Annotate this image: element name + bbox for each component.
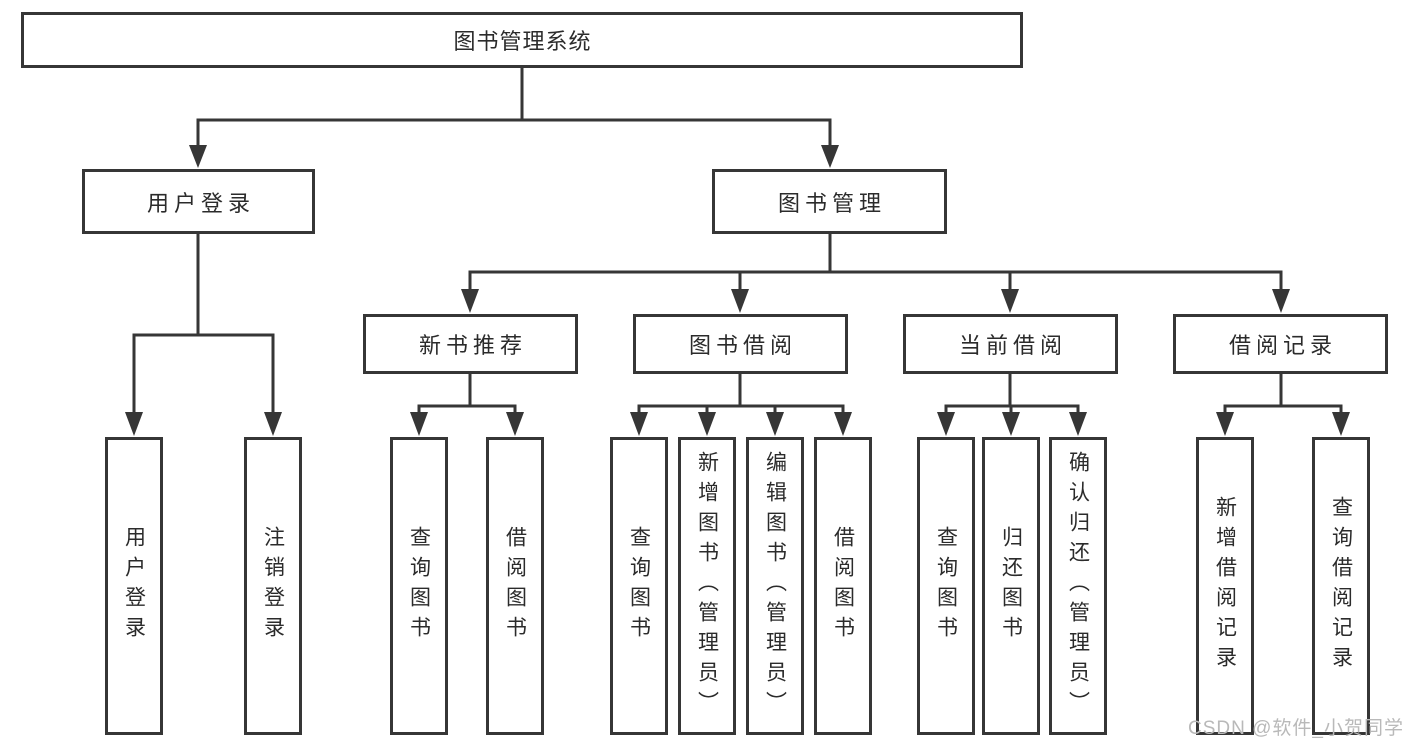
arrow-down-icon	[125, 412, 143, 436]
node-leaf-return-book: 归还图书	[982, 437, 1040, 735]
arrow-down-icon	[1001, 289, 1019, 313]
connector-book-management-children	[468, 232, 1283, 292]
connector-current-borrow-children	[944, 372, 1080, 415]
node-label: 编辑图书（管理员）	[763, 451, 787, 721]
arrow-down-icon	[1332, 412, 1350, 436]
node-label: 图书借阅	[688, 333, 797, 358]
node-borrow-records: 借阅记录	[1173, 314, 1388, 374]
node-label: 查询图书	[627, 526, 651, 646]
node-label: 确认归还（管理员）	[1066, 451, 1090, 721]
node-leaf-add-book-admin: 新增图书（管理员）	[678, 437, 736, 735]
node-leaf-borrow-book: 借阅图书	[814, 437, 872, 735]
node-label: 查询图书	[407, 526, 431, 646]
node-label: 借阅图书	[831, 526, 855, 646]
arrow-down-icon	[1272, 289, 1290, 313]
arrow-down-icon	[937, 412, 955, 436]
arrow-down-icon	[1069, 412, 1087, 436]
arrow-down-icon	[834, 412, 852, 436]
node-label: 借阅记录	[1228, 333, 1337, 358]
connector-book-borrow-children	[637, 372, 845, 415]
node-user-login: 用户登录	[82, 169, 315, 234]
node-leaf-query-book-borrow: 查询图书	[610, 437, 668, 735]
node-leaf-query-book-current: 查询图书	[917, 437, 975, 735]
arrow-down-icon	[630, 412, 648, 436]
node-label: 当前借阅	[958, 333, 1067, 358]
node-label: 注销登录	[261, 526, 285, 646]
connector-root-to-level2	[196, 66, 832, 148]
node-root-label: 图书管理系统	[453, 29, 592, 54]
arrow-down-icon	[506, 412, 524, 436]
node-book-borrow: 图书借阅	[633, 314, 848, 374]
connector-user-login-children	[132, 232, 275, 415]
node-leaf-query-borrow-record: 查询借阅记录	[1312, 437, 1370, 735]
node-leaf-edit-book-admin: 编辑图书（管理员）	[746, 437, 804, 735]
node-label: 图书管理	[777, 190, 886, 216]
node-book-management: 图书管理	[712, 169, 947, 234]
node-leaf-query-book-recommend: 查询图书	[390, 437, 448, 735]
connector-new-book-recommend-children	[417, 372, 517, 415]
arrow-down-icon	[189, 145, 207, 168]
node-label: 查询借阅记录	[1329, 496, 1353, 676]
node-label: 用户登录	[122, 526, 146, 646]
arrow-down-icon	[698, 412, 716, 436]
node-leaf-add-borrow-record: 新增借阅记录	[1196, 437, 1254, 735]
arrow-down-icon	[766, 412, 784, 436]
arrow-down-icon	[1002, 412, 1020, 436]
node-label: 查询图书	[934, 526, 958, 646]
arrow-down-icon	[731, 289, 749, 313]
node-leaf-confirm-return-admin: 确认归还（管理员）	[1049, 437, 1107, 735]
node-leaf-borrow-book-recommend: 借阅图书	[486, 437, 544, 735]
node-root: 图书管理系统	[21, 12, 1023, 68]
node-leaf-user-login: 用户登录	[105, 437, 163, 735]
arrow-down-icon	[461, 289, 479, 313]
node-label: 借阅图书	[503, 526, 527, 646]
node-new-book-recommend: 新书推荐	[363, 314, 578, 374]
node-label: 新增借阅记录	[1213, 496, 1237, 676]
arrowheads	[125, 145, 1350, 436]
node-label: 归还图书	[999, 526, 1023, 646]
node-current-borrow: 当前借阅	[903, 314, 1118, 374]
node-leaf-logout: 注销登录	[244, 437, 302, 735]
arrow-down-icon	[1216, 412, 1234, 436]
node-label: 新书推荐	[418, 333, 527, 358]
arrow-down-icon	[821, 145, 839, 168]
connector-borrow-records-children	[1223, 372, 1343, 415]
arrow-down-icon	[410, 412, 428, 436]
arrow-down-icon	[264, 412, 282, 436]
csdn-watermark: CSDN @软件_小贺同学	[1188, 718, 1404, 739]
node-label: 用户登录	[146, 190, 255, 216]
node-label: 新增图书（管理员）	[695, 451, 719, 721]
